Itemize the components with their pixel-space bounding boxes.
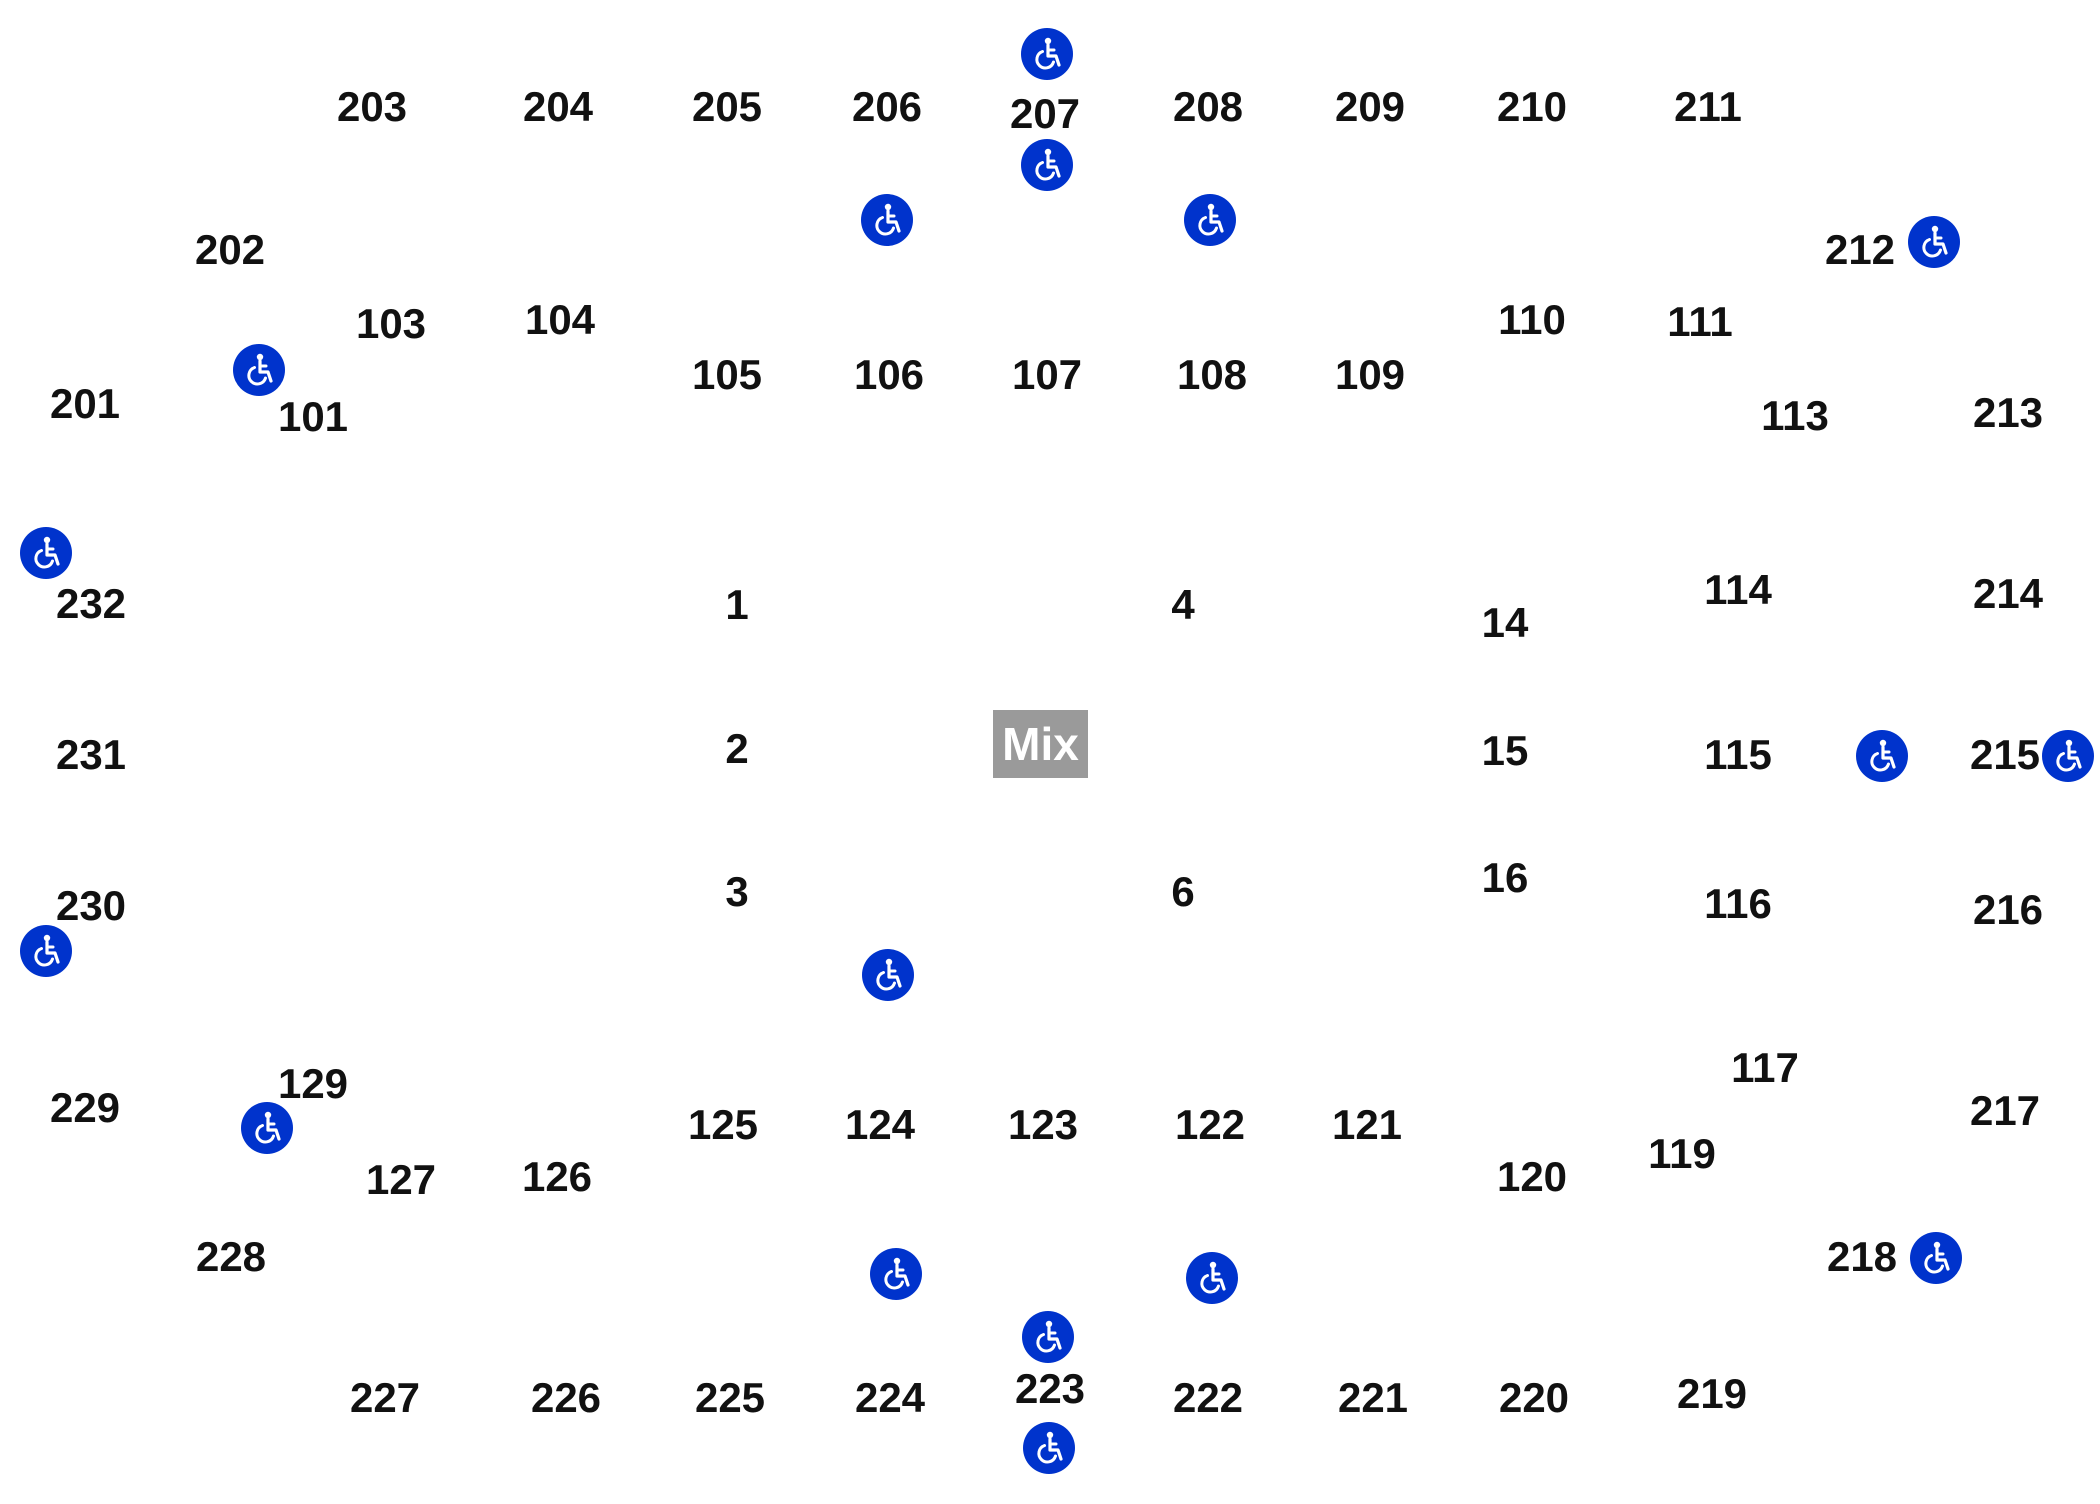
section-209[interactable]: 209 (1334, 83, 1406, 130)
section-113[interactable]: 113 (1761, 392, 1829, 439)
wheelchair-icon (233, 344, 285, 396)
section-117[interactable]: 117 (1731, 1044, 1799, 1091)
wheelchair-icon (1022, 1311, 1074, 1363)
section-108[interactable]: 108 (1176, 351, 1248, 398)
section-111[interactable]: 111 (1667, 298, 1733, 345)
wheelchair-icon (1910, 1232, 1962, 1284)
section-210[interactable]: 210 (1496, 83, 1568, 130)
section-227[interactable]: 227 (349, 1374, 421, 1421)
section-230[interactable]: 230 (55, 882, 127, 929)
section-226[interactable]: 226 (530, 1374, 602, 1421)
section-231[interactable]: 231 (55, 731, 127, 778)
section-232[interactable]: 232 (55, 580, 127, 627)
wheelchair-icon (1908, 216, 1960, 268)
section-104[interactable]: 104 (524, 296, 596, 343)
section-119[interactable]: 119 (1648, 1130, 1716, 1177)
section-121[interactable]: 121 (1331, 1101, 1403, 1148)
section-220[interactable]: 220 (1498, 1374, 1570, 1421)
wheelchair-icon (1186, 1252, 1238, 1304)
section-217[interactable]: 217 (1969, 1087, 2041, 1134)
section-116[interactable]: 116 (1704, 880, 1772, 927)
wheelchair-icon (1023, 1422, 1075, 1474)
section-223[interactable]: 223 (1014, 1365, 1086, 1412)
section-213[interactable]: 213 (1972, 389, 2044, 436)
section-222[interactable]: 222 (1172, 1374, 1244, 1421)
section-204[interactable]: 204 (522, 83, 594, 130)
section-120[interactable]: 120 (1496, 1153, 1568, 1200)
section-126[interactable]: 126 (521, 1153, 593, 1200)
section-211[interactable]: 211 (1674, 83, 1742, 130)
section-212[interactable]: 212 (1824, 226, 1896, 273)
section-109[interactable]: 109 (1334, 351, 1406, 398)
section-110[interactable]: 110 (1498, 296, 1566, 343)
mix-position: Mix (993, 710, 1088, 778)
section-14[interactable]: 14 (1481, 599, 1529, 646)
wheelchair-icon (1021, 139, 1073, 191)
section-219[interactable]: 219 (1676, 1370, 1748, 1417)
section-6[interactable]: 6 (1171, 868, 1195, 915)
section-4[interactable]: 4 (1171, 581, 1195, 628)
section-214[interactable]: 214 (1972, 570, 2044, 617)
section-225[interactable]: 225 (694, 1374, 766, 1421)
section-1[interactable]: 1 (725, 581, 749, 628)
section-106[interactable]: 106 (853, 351, 925, 398)
section-215[interactable]: 215 (1969, 731, 2041, 778)
section-229[interactable]: 229 (49, 1084, 121, 1131)
section-124[interactable]: 124 (844, 1101, 916, 1148)
wheelchair-icon (1184, 194, 1236, 246)
section-123[interactable]: 123 (1007, 1101, 1079, 1148)
section-2[interactable]: 2 (725, 725, 749, 772)
section-218[interactable]: 218 (1826, 1233, 1898, 1280)
section-207[interactable]: 207 (1009, 90, 1081, 137)
wheelchair-icon (1856, 730, 1908, 782)
section-127[interactable]: 127 (365, 1156, 437, 1203)
section-115[interactable]: 115 (1704, 731, 1772, 778)
section-105[interactable]: 105 (691, 351, 763, 398)
section-125[interactable]: 125 (687, 1101, 759, 1148)
section-114[interactable]: 114 (1704, 566, 1772, 613)
wheelchair-icon (20, 925, 72, 977)
wheelchair-icon (2042, 730, 2094, 782)
wheelchair-icon (870, 1248, 922, 1300)
section-203[interactable]: 203 (336, 83, 408, 130)
section-205[interactable]: 205 (691, 83, 763, 130)
section-202[interactable]: 202 (194, 226, 266, 273)
section-129[interactable]: 129 (277, 1060, 349, 1107)
wheelchair-icon (862, 949, 914, 1001)
section-101[interactable]: 101 (277, 393, 349, 440)
section-201[interactable]: 201 (49, 380, 121, 427)
section-216[interactable]: 216 (1972, 886, 2044, 933)
wheelchair-icon (20, 527, 72, 579)
section-107[interactable]: 107 (1011, 351, 1083, 398)
section-103[interactable]: 103 (355, 300, 427, 347)
section-3[interactable]: 3 (725, 868, 749, 915)
section-221[interactable]: 221 (1337, 1374, 1409, 1421)
wheelchair-icon (861, 194, 913, 246)
wheelchair-icon (241, 1102, 293, 1154)
section-15[interactable]: 15 (1481, 727, 1529, 774)
section-16[interactable]: 16 (1481, 854, 1529, 901)
section-122[interactable]: 122 (1174, 1101, 1246, 1148)
section-224[interactable]: 224 (854, 1374, 926, 1421)
wheelchair-icon (1021, 28, 1073, 80)
section-208[interactable]: 208 (1172, 83, 1244, 130)
section-228[interactable]: 228 (195, 1233, 267, 1280)
section-206[interactable]: 206 (851, 83, 923, 130)
